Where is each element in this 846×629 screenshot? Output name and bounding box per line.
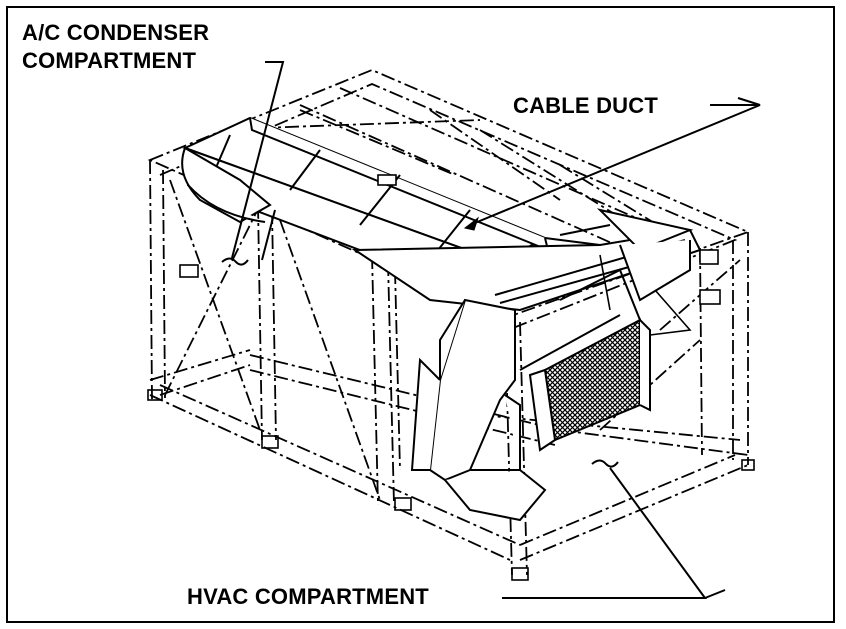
ac-condenser-label-line1: A/C CONDENSER — [22, 20, 210, 45]
hvac-coil — [519, 240, 692, 452]
compartment-markers — [221, 257, 619, 468]
leader-arrowheads — [463, 216, 479, 231]
hvac-compartment-label: HVAC COMPARTMENT — [187, 584, 429, 609]
ac-condenser-label-line2: COMPARTMENT — [22, 48, 197, 73]
cable-duct-label: CABLE DUCT — [513, 93, 658, 118]
frame-feet — [147, 389, 755, 581]
leader-lines — [231, 61, 761, 599]
condenser-hood — [181, 146, 272, 224]
frame-detail-tabs — [179, 174, 721, 305]
figure-frame — [6, 6, 835, 623]
hvac-air-duct — [410, 298, 547, 522]
